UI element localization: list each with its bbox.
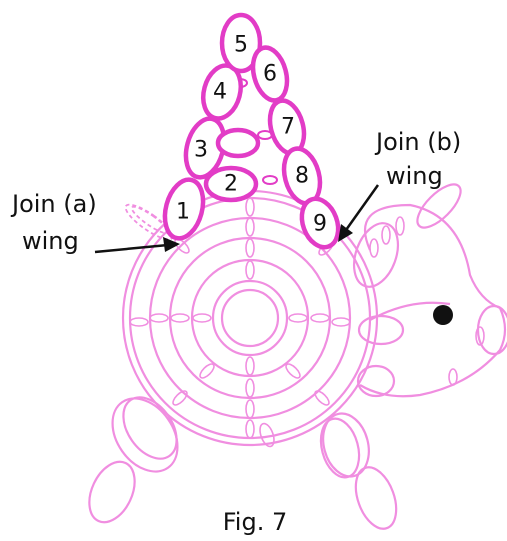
ring-number: 6 bbox=[263, 62, 277, 87]
eye bbox=[433, 305, 453, 325]
body-round-2 bbox=[192, 260, 308, 376]
join-b-label-line2: wing bbox=[386, 162, 443, 190]
join-chain bbox=[313, 389, 331, 407]
join-chain bbox=[246, 400, 254, 418]
ring-number: 1 bbox=[176, 200, 190, 225]
wing: 1 2 3 4 5 6 7 8 bbox=[159, 15, 345, 252]
join-b-label-line1: Join (b) bbox=[374, 128, 461, 156]
head-join-chain bbox=[370, 239, 378, 257]
join-chain bbox=[311, 314, 329, 322]
join-chain bbox=[171, 314, 189, 322]
ring-3-inner bbox=[218, 130, 258, 156]
body-round-1 bbox=[222, 290, 278, 346]
join-chain bbox=[130, 318, 148, 326]
head bbox=[346, 178, 507, 397]
ring-number: 4 bbox=[213, 80, 227, 105]
head-join-chain bbox=[396, 217, 404, 235]
join-chain bbox=[246, 261, 254, 279]
join-chain bbox=[198, 362, 216, 380]
ring-1: 1 bbox=[159, 175, 209, 242]
join-chain bbox=[246, 357, 254, 375]
ring-number: 9 bbox=[313, 212, 327, 237]
leg-right-upper-2 bbox=[315, 414, 365, 481]
join-chain bbox=[171, 389, 189, 407]
join-chain bbox=[289, 314, 307, 322]
join-chain bbox=[284, 362, 302, 380]
leg-left-foot bbox=[80, 455, 143, 530]
join-chain bbox=[246, 239, 254, 257]
join-chain bbox=[246, 218, 254, 236]
ring-number: 5 bbox=[234, 33, 248, 58]
join-chain bbox=[150, 314, 168, 322]
arrow-join-a bbox=[95, 237, 180, 252]
body-round-3 bbox=[170, 238, 330, 398]
join-chain bbox=[193, 314, 211, 322]
join-chain bbox=[246, 198, 254, 216]
figure-caption: Fig. 7 bbox=[223, 508, 288, 536]
head-join-chain bbox=[382, 226, 390, 244]
join-chain bbox=[332, 318, 350, 326]
join-chain bbox=[246, 379, 254, 397]
body-round-1-outer bbox=[213, 281, 287, 355]
join-a-label-line1: Join (a) bbox=[10, 190, 97, 218]
ring-number: 8 bbox=[295, 164, 309, 189]
join-a-label-line2: wing bbox=[22, 227, 79, 255]
ring-number: 2 bbox=[224, 172, 238, 197]
ring-number: 7 bbox=[281, 115, 295, 140]
leg-right-foot bbox=[348, 462, 404, 534]
cheek-ring-1 bbox=[359, 316, 403, 344]
wing-link bbox=[263, 176, 277, 184]
head-chain bbox=[449, 369, 457, 385]
join-chain bbox=[246, 420, 254, 438]
ring-number: 3 bbox=[194, 138, 208, 163]
ring-6: 6 bbox=[248, 44, 293, 104]
